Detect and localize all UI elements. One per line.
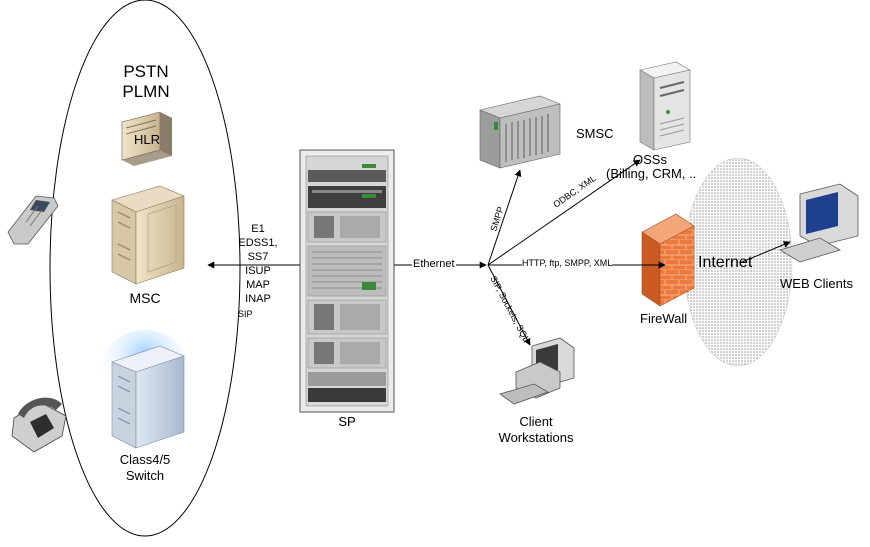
switch-label-line1: Class4/5 [119, 452, 171, 467]
firewall-label: FireWall [640, 311, 688, 326]
plmn-label: PLMN [122, 82, 170, 101]
pstn-plmn-ellipse [49, 0, 241, 537]
smsc-label: SMSC [576, 126, 614, 141]
workstation-label-line2: Workstations [498, 430, 574, 445]
protocol-inap: INAP [245, 293, 271, 305]
hlr-server-icon [121, 111, 172, 166]
smsc-equipment-icon [479, 95, 561, 169]
sip-link-label: SIP, Sockets, SQL [488, 274, 531, 343]
protocol-map: MAP [246, 279, 270, 291]
sp-rack-icon [299, 149, 395, 413]
protocol-ss7: SS7 [247, 251, 269, 263]
pstn-label: PSTN [123, 62, 169, 81]
web-client-computer-icon [779, 183, 859, 263]
protocol-sip: SIP [238, 309, 253, 319]
sip-link [487, 264, 531, 346]
protocol-edss1: EDSS1, [238, 237, 278, 249]
http-link-label: HTTP, ftp, SMPP, XML [522, 258, 613, 268]
client-workstation-icon [499, 337, 575, 405]
desk-phone-icon [11, 397, 67, 453]
odbc-link-label: ODBC, XML [551, 173, 597, 210]
sp-label: SP [338, 414, 356, 429]
ethernet-label: Ethernet [412, 258, 456, 270]
smpp-link [487, 169, 522, 266]
firewall-icon [641, 213, 695, 307]
web-clients-label: WEB Clients [780, 276, 853, 291]
msc-label: MSC [129, 290, 161, 306]
protocol-e1: E1 [251, 223, 265, 235]
oss-server-icon [639, 61, 691, 151]
protocol-isup: ISUP [245, 265, 271, 277]
oss-label-line1: OSSs [633, 152, 667, 167]
workstation-label-line1: Client [519, 414, 553, 429]
odbc-link [487, 159, 641, 266]
oss-label-line2: (Billing, CRM, .. [606, 166, 697, 181]
internet-to-web-link [741, 241, 791, 263]
switch-label-line2: Switch [125, 468, 165, 483]
mobile-phone-icon [7, 195, 59, 245]
class45-switch-icon [101, 330, 189, 449]
internet-label: Internet [698, 254, 753, 271]
hlr-label: HLR [134, 132, 161, 147]
msc-server-icon [111, 185, 185, 285]
